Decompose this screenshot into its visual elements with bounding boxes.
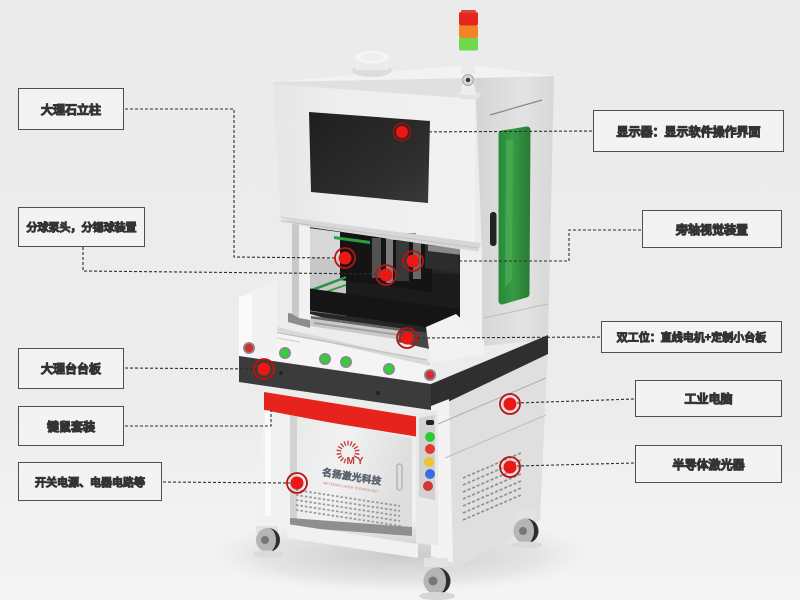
svg-text:MY: MY — [347, 456, 366, 467]
